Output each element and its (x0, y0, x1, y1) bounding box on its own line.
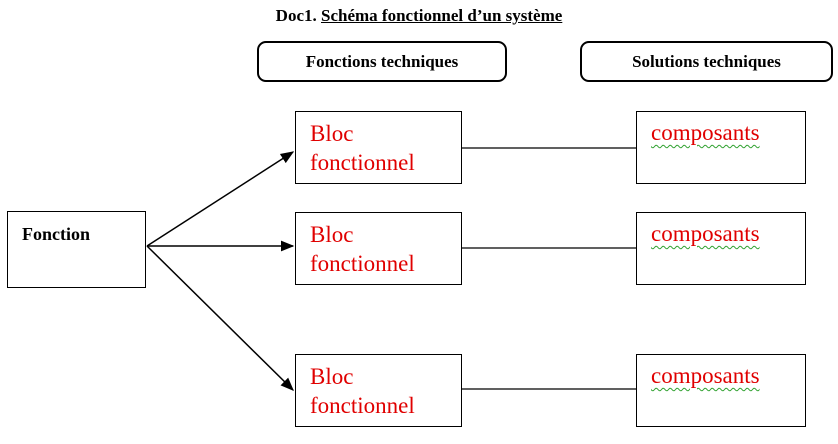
bloc-box-1: Bloc fonctionnel (295, 111, 462, 184)
bloc-1-line1: Bloc (310, 121, 354, 146)
composants-2-label: composants (651, 221, 760, 246)
header-technical-solutions-label: Solutions techniques (632, 51, 781, 71)
composants-box-1: composants (636, 111, 806, 184)
composants-1-label: composants (651, 120, 760, 145)
bloc-3-line2: fonctionnel (310, 393, 415, 418)
bloc-box-3: Bloc fonctionnel (295, 354, 462, 427)
title-prefix: Doc1. (275, 6, 317, 25)
composants-3-label: composants (651, 363, 760, 388)
arrow-to-bloc-3 (146, 245, 294, 391)
composants-box-2: composants (636, 212, 806, 285)
function-box: Fonction (7, 211, 146, 288)
header-technical-functions: Fonctions techniques (257, 41, 507, 82)
bloc-3-line1: Bloc (310, 364, 354, 389)
title-text: Schéma fonctionnel d’un système (321, 6, 563, 25)
bloc-2-line2: fonctionnel (310, 251, 415, 276)
bloc-2-line1: Bloc (310, 222, 354, 247)
arrow-to-bloc-1 (146, 151, 295, 247)
function-label: Fonction (22, 224, 91, 244)
header-technical-solutions: Solutions techniques (580, 41, 833, 82)
bloc-box-2: Bloc fonctionnel (295, 212, 462, 285)
diagram-title: Doc1. Schéma fonctionnel d’un système (0, 6, 838, 26)
composants-box-3: composants (636, 354, 806, 427)
header-technical-functions-label: Fonctions techniques (305, 51, 459, 71)
bloc-1-line2: fonctionnel (310, 150, 415, 175)
